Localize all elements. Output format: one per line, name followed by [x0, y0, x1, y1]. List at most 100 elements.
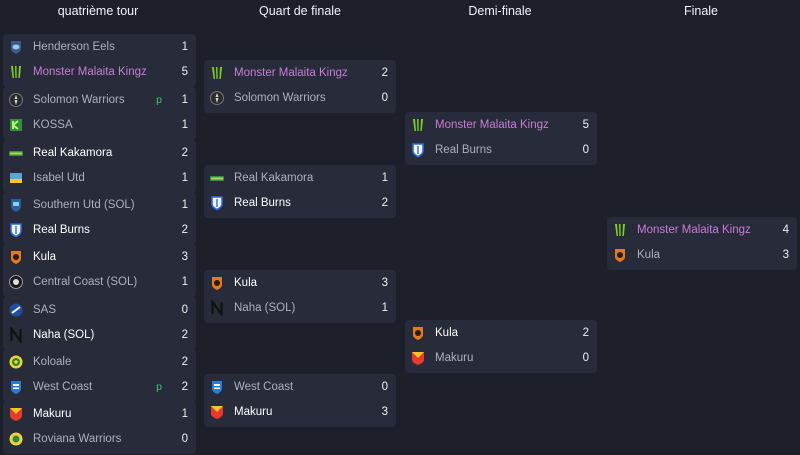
- team-row[interactable]: Kula 3: [3, 245, 196, 269]
- team-name[interactable]: Monster Malaita Kingz: [435, 119, 549, 131]
- team-name[interactable]: West Coast: [234, 381, 294, 393]
- team-score: 0: [181, 304, 188, 316]
- team-name[interactable]: Makuru: [33, 408, 72, 420]
- team-score: 1: [181, 119, 188, 131]
- team-name[interactable]: Henderson Eels: [33, 41, 115, 53]
- team-row[interactable]: Monster Malaita Kingz 5: [3, 60, 196, 84]
- team-name[interactable]: Kula: [637, 249, 661, 261]
- team-name[interactable]: Solomon Warriors: [33, 94, 125, 106]
- team-row[interactable]: Henderson Eels 1: [3, 35, 196, 59]
- team-row[interactable]: Monster Malaita Kingz 4: [607, 218, 797, 242]
- team-row[interactable]: Naha (SOL)2: [3, 323, 196, 347]
- team-name[interactable]: Real Kakamora: [33, 147, 113, 159]
- team-name[interactable]: Solomon Warriors: [234, 92, 326, 104]
- team-name[interactable]: Real Kakamora: [234, 172, 314, 184]
- team-name[interactable]: Makuru: [435, 352, 474, 364]
- team-name[interactable]: Makuru: [234, 406, 273, 418]
- team-name[interactable]: Monster Malaita Kingz: [234, 67, 348, 79]
- real-burns-crest-icon: [8, 222, 24, 238]
- team-score: 3: [381, 406, 388, 418]
- team-name[interactable]: West Coast: [33, 381, 93, 393]
- west-coast-crest-icon: [209, 379, 225, 395]
- team-name[interactable]: KOSSA: [33, 119, 73, 131]
- team-score: 4: [782, 224, 789, 236]
- penalty-marker: p: [156, 381, 162, 393]
- team-row[interactable]: KOSSA 1: [3, 113, 196, 137]
- real-burns-crest-icon: [410, 142, 426, 158]
- team-score: 0: [181, 433, 188, 445]
- team-name[interactable]: SAS: [33, 304, 57, 316]
- team-name[interactable]: Kula: [234, 277, 258, 289]
- monster-malaita-kingz-crest-icon: [209, 65, 225, 81]
- team-score: 1: [181, 41, 188, 53]
- team-name[interactable]: Southern Utd (SOL): [33, 199, 135, 211]
- team-name[interactable]: Naha (SOL): [234, 302, 296, 314]
- team-name[interactable]: Isabel Utd: [33, 172, 85, 184]
- naha-crest-icon: [209, 300, 225, 316]
- team-name[interactable]: Kula: [33, 251, 57, 263]
- team-row[interactable]: Makuru 3: [204, 400, 396, 424]
- team-name[interactable]: Real Burns: [33, 224, 90, 236]
- team-score: 1: [181, 408, 188, 420]
- team-name[interactable]: Real Burns: [435, 144, 492, 156]
- team-score: 1: [181, 94, 188, 106]
- team-name[interactable]: Roviana Warriors: [33, 433, 122, 445]
- isabel-utd-crest-icon: [8, 170, 24, 186]
- solomon-warriors-crest-icon: [8, 92, 24, 108]
- team-name[interactable]: Kula: [435, 327, 459, 339]
- team-row[interactable]: Real Burns 2: [204, 191, 396, 215]
- team-row[interactable]: Central Coast (SOL)1: [3, 270, 196, 294]
- team-row[interactable]: Makuru 1: [3, 402, 196, 426]
- team-score: 5: [181, 66, 188, 78]
- team-row[interactable]: Southern Utd (SOL)1: [3, 193, 196, 217]
- team-name[interactable]: Koloale: [33, 356, 72, 368]
- west-coast-crest-icon: [8, 379, 24, 395]
- makuru-crest-icon: [8, 406, 24, 422]
- round-title-final: Finale: [683, 4, 719, 18]
- team-row[interactable]: West Coast p 2: [3, 375, 196, 399]
- team-row[interactable]: Naha (SOL)1: [204, 296, 396, 320]
- henderson-eels-crest-icon: [8, 39, 24, 55]
- team-score: 3: [181, 251, 188, 263]
- team-row[interactable]: Roviana Warriors 0: [3, 427, 196, 451]
- team-score: 2: [181, 381, 188, 393]
- team-name[interactable]: Naha (SOL): [33, 329, 95, 341]
- team-name[interactable]: Real Burns: [234, 197, 291, 209]
- team-name[interactable]: Monster Malaita Kingz: [33, 66, 147, 78]
- team-name[interactable]: Central Coast (SOL): [33, 276, 138, 288]
- team-name[interactable]: Monster Malaita Kingz: [637, 224, 751, 236]
- team-score: 2: [381, 197, 388, 209]
- team-row[interactable]: SAS 0: [3, 298, 196, 322]
- solomon-warriors-crest-icon: [209, 90, 225, 106]
